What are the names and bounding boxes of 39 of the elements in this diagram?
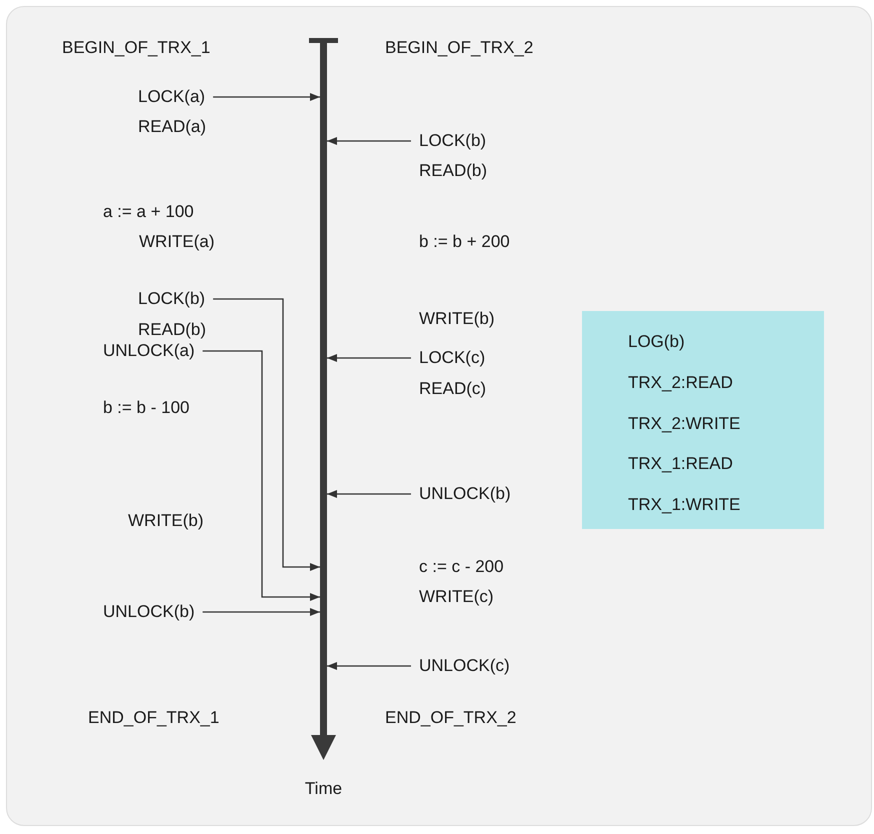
operation-text: UNLOCK(b) xyxy=(419,484,511,504)
operation-label: b := b + 200 xyxy=(419,232,510,252)
arrow xyxy=(213,298,320,571)
operation-text: UNLOCK(c) xyxy=(419,656,510,676)
operation-label: c := c - 200 xyxy=(419,557,504,577)
log-box xyxy=(582,311,824,529)
operation-label: BEGIN_OF_TRX_1 xyxy=(62,38,210,58)
operation-text: LOCK(b) xyxy=(419,131,486,151)
operation-label: BEGIN_OF_TRX_2 xyxy=(385,38,534,58)
operation-label: READ(b) xyxy=(419,161,488,181)
log-entry: TRX_2:WRITE xyxy=(628,414,740,434)
operation-label: WRITE(b) xyxy=(419,309,495,329)
arrow xyxy=(327,137,411,145)
operation-label: WRITE(a) xyxy=(139,232,215,252)
arrow xyxy=(327,662,411,670)
log-entry: TRX_2:READ xyxy=(628,372,733,393)
log-entry: TRX_1:WRITE xyxy=(628,495,740,516)
operation-text: UNLOCK(b) xyxy=(103,602,195,622)
operation-label: READ(a) xyxy=(138,117,206,137)
arrow xyxy=(327,490,411,498)
operation-label: END_OF_TRX_2 xyxy=(385,708,516,728)
arrow xyxy=(327,354,411,362)
operation-label: b := b - 100 xyxy=(103,398,190,418)
operation-label: READ(b) xyxy=(138,320,206,340)
arrow xyxy=(213,93,320,101)
axis-label: Time xyxy=(304,779,344,799)
operation-text: LOCK(b) xyxy=(138,289,206,309)
log-heading: LOG(b) xyxy=(628,332,685,352)
operation-text: LOCK(a) xyxy=(138,87,206,107)
operation-text: LOCK(c) xyxy=(419,348,486,368)
operation-label: END_OF_TRX_1 xyxy=(88,708,220,728)
arrow xyxy=(202,608,320,616)
arrow xyxy=(202,350,320,601)
operation-label: WRITE(c) xyxy=(419,587,494,607)
operation-label: READ(c) xyxy=(419,379,486,399)
operation-text: UNLOCK(a) xyxy=(103,341,195,361)
log-entry: TRX_1:READ xyxy=(628,454,733,474)
operation-label: WRITE(b) xyxy=(128,511,204,531)
operation-label: a := a + 100 xyxy=(103,202,194,222)
